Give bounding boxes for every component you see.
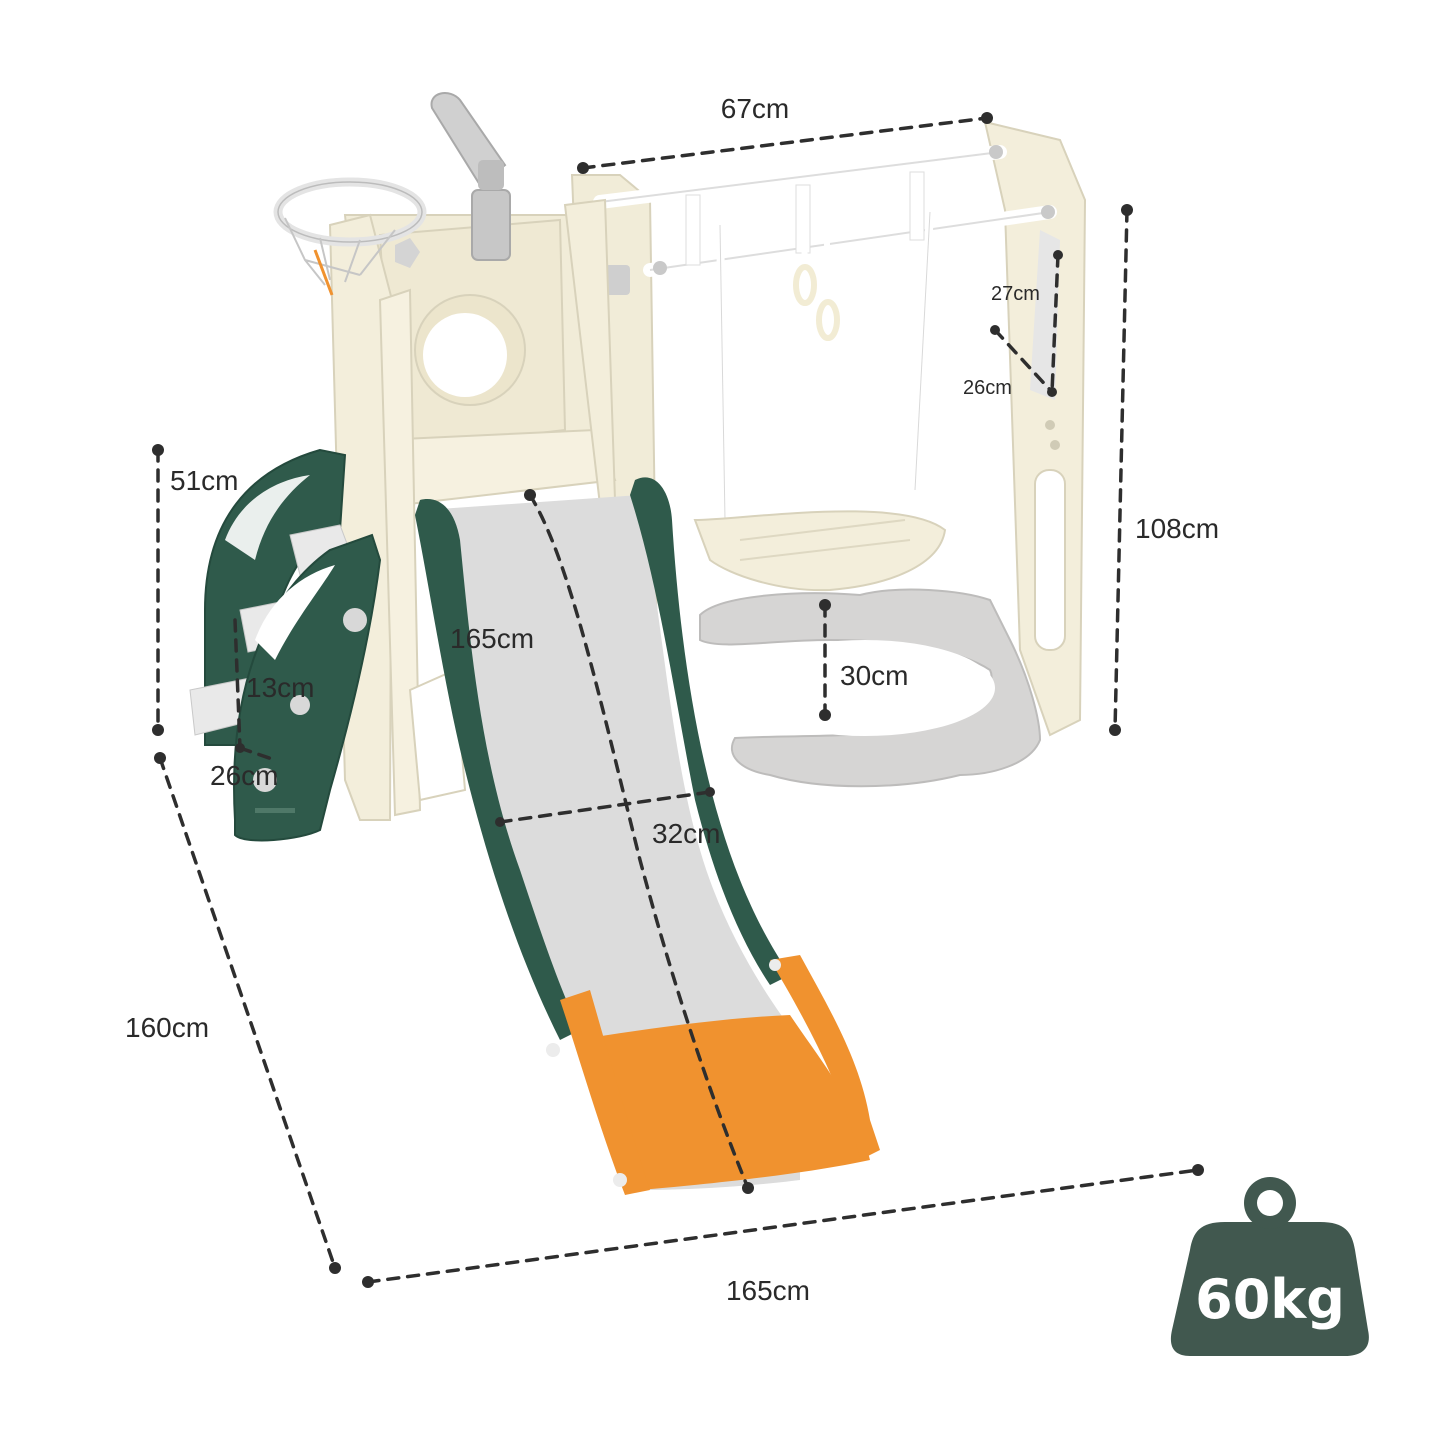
dim-platform-height: 51cm xyxy=(170,465,238,496)
weight-label: 60kg xyxy=(1195,1268,1345,1331)
dim-base-width: 165cm xyxy=(726,1275,810,1306)
dim-ladder-rung-width: 26cm xyxy=(963,377,1012,399)
dim-slide-width: 32cm xyxy=(652,818,720,849)
dim-stair-step-height: 13cm xyxy=(246,672,314,703)
swing-frame xyxy=(570,120,1087,737)
swing-base xyxy=(699,588,1042,788)
tower xyxy=(328,198,617,821)
dim-ladder-rung-gap: 27cm xyxy=(991,283,1040,305)
dim-swing-seat-height: 30cm xyxy=(840,660,908,691)
dim-top-width: 67cm xyxy=(721,93,789,124)
dim-slide-length: 165cm xyxy=(450,623,534,654)
dim-total-height: 108cm xyxy=(1135,513,1219,544)
dim-base-depth: 160cm xyxy=(125,1012,209,1043)
slide xyxy=(415,477,880,1195)
telescope-toy xyxy=(430,92,511,261)
weight-badge: 60kg xyxy=(1170,1177,1369,1356)
dim-stair-step-depth: 26cm xyxy=(210,760,278,791)
swing-seat xyxy=(693,211,947,592)
dimension-lines xyxy=(152,112,1204,1288)
basketball-hoop xyxy=(273,177,427,296)
gym-rings xyxy=(793,207,840,341)
stairs xyxy=(189,448,382,842)
weight-icon xyxy=(1170,1177,1369,1356)
